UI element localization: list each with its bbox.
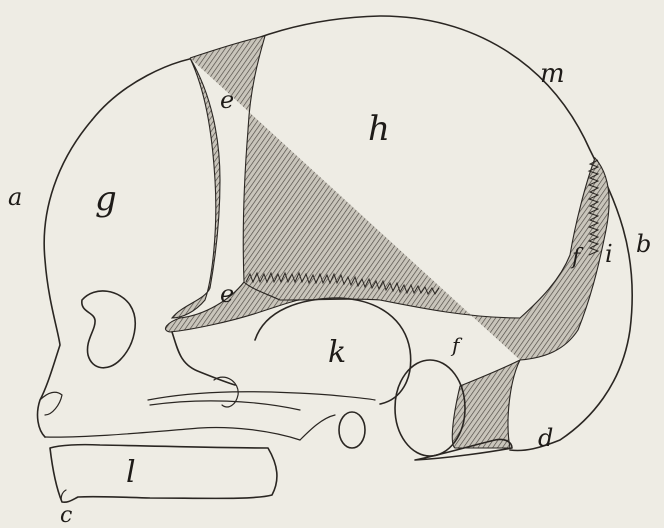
zygomatic-arch-upper [148,392,375,400]
label-l: l [126,455,136,490]
label-f-lower: f [450,333,463,357]
label-m: m [540,59,565,89]
ear-opening-small [339,412,365,448]
label-i: i [605,240,613,268]
label-e-lower: e [220,280,234,308]
ear-opening-large [395,360,465,456]
label-c: c [60,503,72,528]
label-d: d [538,424,553,452]
face-outline [38,120,92,437]
label-e-upper: e [220,86,234,114]
label-a: a [8,183,22,211]
face-lower-edge [45,428,300,441]
zygomatic-arch-lower [150,401,300,410]
mandible-lower-hook [61,490,66,502]
upper-jaw-detail [40,392,62,415]
label-k: k [328,335,346,370]
orbit-outline [82,291,135,368]
label-h: h [368,109,390,149]
base-detail [300,415,335,440]
label-b: b [636,230,651,258]
label-g: g [95,179,117,219]
mandible-outline [50,445,277,503]
